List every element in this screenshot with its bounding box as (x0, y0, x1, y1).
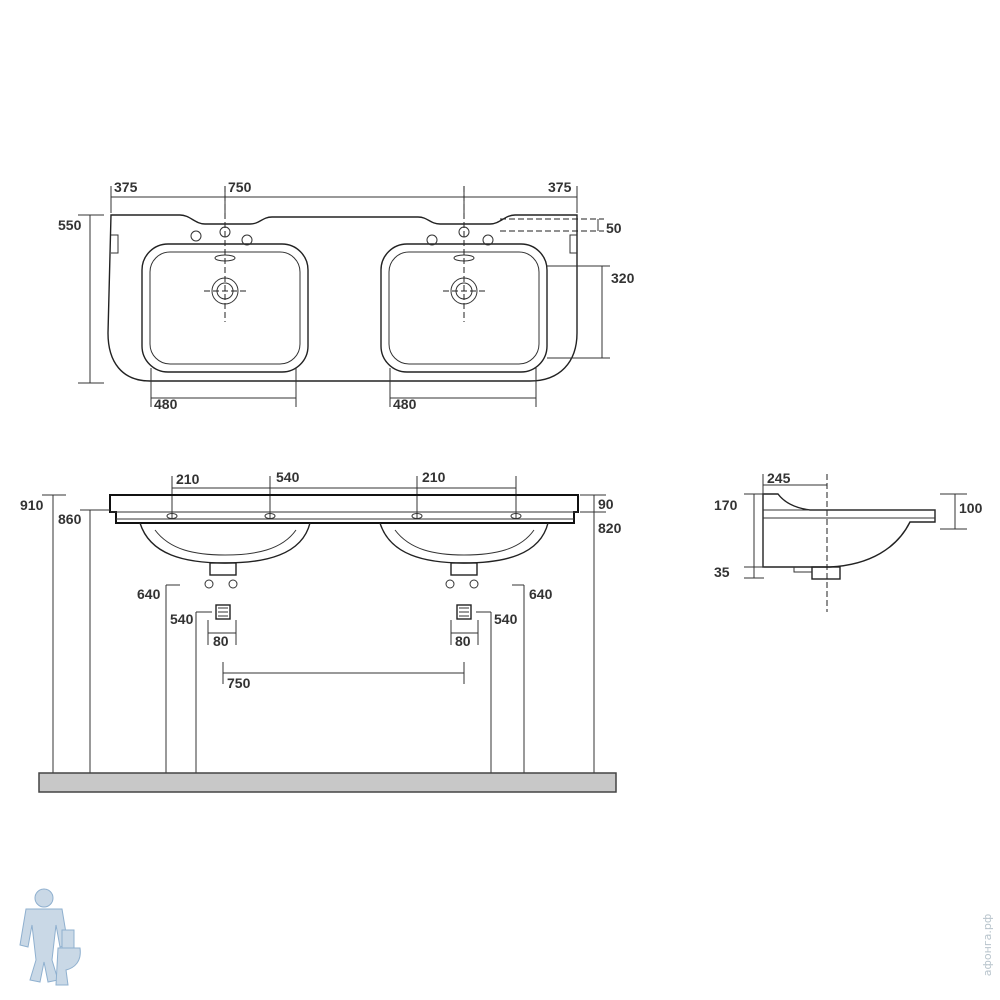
top-view: 375 750 375 550 (58, 179, 635, 412)
dim-left-offset: 375 (114, 179, 138, 195)
dim-center-spacing: 750 (228, 179, 252, 195)
dim-bowl-width-right: 480 (393, 396, 417, 412)
dim-tap-offset: 245 (767, 470, 791, 486)
dim-hole-right: 210 (422, 469, 446, 485)
side-view: 245 170 35 100 (714, 470, 983, 612)
dim-height: 170 (714, 497, 738, 513)
dim-depth: 550 (58, 217, 82, 233)
dim-drain-spacing: 750 (227, 675, 251, 691)
dim-bowl-height: 100 (959, 500, 983, 516)
dim-bowl-width-left: 480 (154, 396, 178, 412)
dim-drain-left-80: 80 (213, 633, 229, 649)
dim-hole-left: 210 (176, 471, 200, 487)
dim-drain-right-540: 540 (494, 611, 518, 627)
dim-bottom-offset: 35 (714, 564, 730, 580)
dim-drain-right-640: 640 (529, 586, 553, 602)
dim-rim-height: 860 (58, 511, 82, 527)
dim-bowl-depth: 320 (611, 270, 635, 286)
floor (38, 772, 617, 793)
dim-total-height: 910 (20, 497, 44, 513)
dim-top-underside: 820 (598, 520, 622, 536)
plumber-with-toilet-icon (19, 888, 81, 986)
front-view: 210 540 210 910 (20, 469, 622, 793)
watermark-site-text: афонга.рф (981, 914, 994, 976)
dim-rim-step: 50 (606, 220, 622, 236)
dim-hole-center: 540 (276, 469, 300, 485)
dim-drain-left-540: 540 (170, 611, 194, 627)
dim-drain-right-80: 80 (455, 633, 471, 649)
dim-drain-left-640: 640 (137, 586, 161, 602)
dim-top-thickness: 90 (598, 496, 614, 512)
dim-right-offset: 375 (548, 179, 572, 195)
